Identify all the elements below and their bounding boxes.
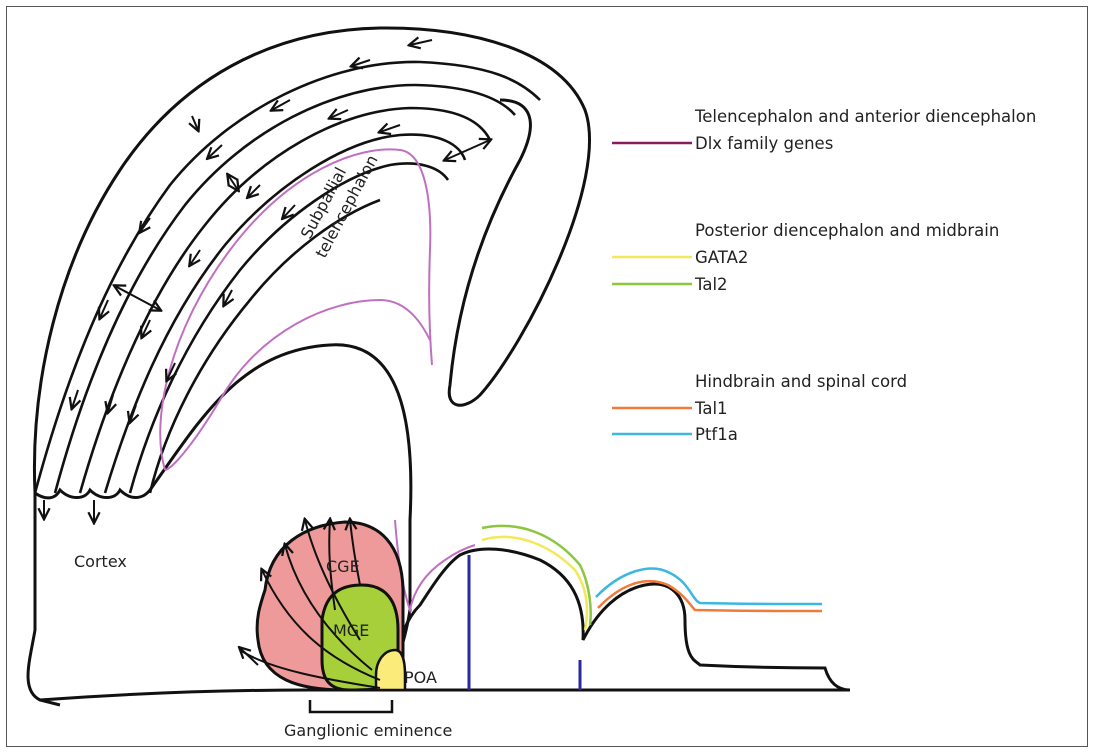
ganglionic-eminence-bracket — [310, 700, 392, 712]
mge-label: MGE — [333, 621, 369, 640]
floor-line — [40, 690, 850, 700]
tal1-expression-line — [598, 581, 822, 611]
legend-label-tal1: Tal1 — [694, 399, 728, 418]
cortical-layers — [35, 62, 540, 493]
cge-left-arrow — [240, 648, 258, 665]
legend-label-tal2: Tal2 — [694, 275, 728, 294]
cortex-base-scallops — [35, 490, 150, 498]
cortex-outer-boundary — [34, 28, 589, 493]
legend-group-title-midbrain: Posterior diencephalon and midbrain — [695, 221, 999, 240]
tal2-expression-line — [482, 526, 591, 625]
legend-label-gata2: GATA2 — [695, 248, 748, 267]
midbrain-hindbrain-outline — [395, 549, 850, 690]
legend-label-dlx: Dlx family genes — [695, 134, 833, 153]
cge-label: CGE — [326, 557, 360, 576]
legend-group-title-hindbrain: Hindbrain and spinal cord — [695, 372, 907, 391]
ganglionic-eminence-label: Ganglionic eminence — [284, 721, 452, 740]
cortex-left-wall — [28, 493, 60, 705]
legend-label-ptf1a: Ptf1a — [695, 425, 738, 444]
poa-label: POA — [404, 668, 437, 687]
legend: Telencephalon and anterior diencephalon … — [612, 107, 1036, 444]
cortex-label: Cortex — [74, 552, 127, 571]
legend-group-title-forebrain: Telencephalon and anterior diencephalon — [694, 107, 1036, 126]
